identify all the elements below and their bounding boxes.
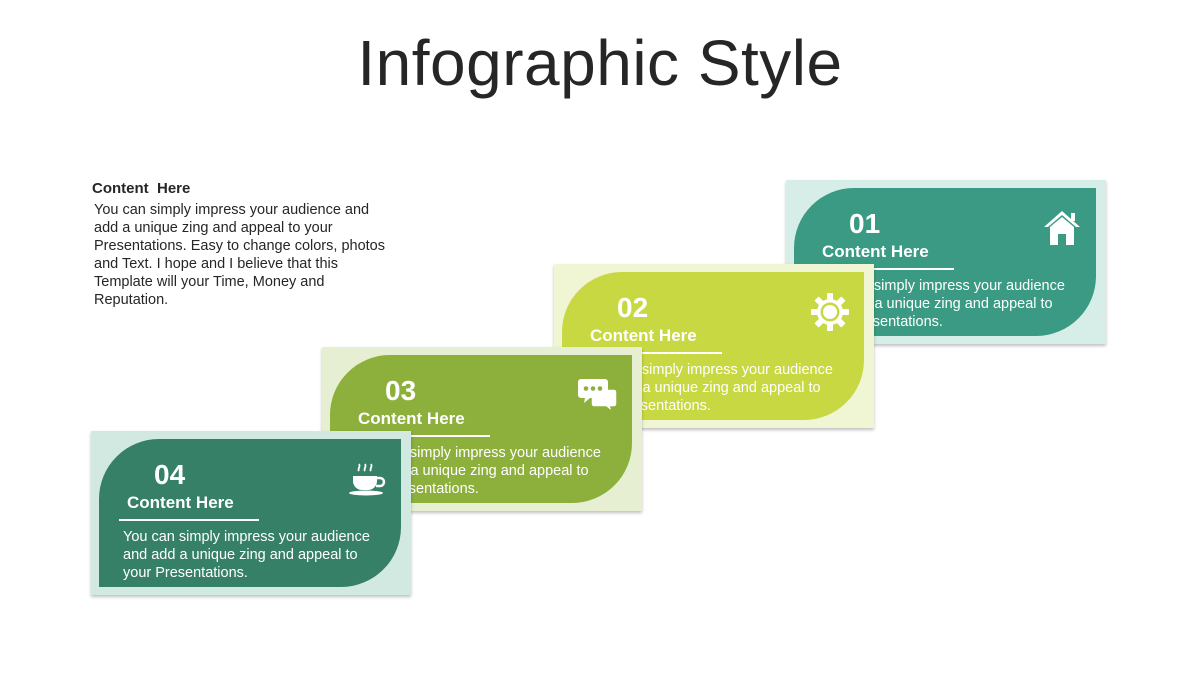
step-number: 01 [849,208,881,239]
intro-heading: Content Here [92,180,191,197]
intro-text-block: Content Here You can simply impress your… [92,180,392,309]
step-number: 04 [154,459,186,490]
heading-underline [350,435,490,437]
step-number: 02 [617,292,649,323]
coffee-cup-icon [347,459,387,499]
step-heading: Content Here [358,409,465,428]
page-title: Infographic Style [357,27,843,99]
home-icon [1042,208,1082,248]
step-card-01: 01 Content Here You can simply impress y… [786,180,1106,344]
step-number: 03 [385,375,417,406]
step-card-01-panel: 01 Content Here You can simply impress y… [794,188,1096,336]
heading-underline [814,268,954,270]
step-body: You can simply impress your audience and… [123,529,370,581]
step-heading: Content Here [127,493,234,512]
step-card-04: 04 Content Here You can simply impress y… [91,431,411,595]
step-body: You can simply impress your audience and… [586,362,833,414]
gear-icon [810,292,850,332]
intro-body: You can simply impress your audience and… [94,202,385,308]
step-card-04-panel: 04 Content Here You can simply impress y… [99,439,401,587]
heading-underline [582,352,722,354]
chat-bubbles-icon [578,375,618,415]
step-heading: Content Here [822,242,929,261]
step-heading: Content Here [590,326,697,345]
step-card-03: 03 Content Here You can simply impress y… [322,347,642,511]
heading-underline [119,519,259,521]
